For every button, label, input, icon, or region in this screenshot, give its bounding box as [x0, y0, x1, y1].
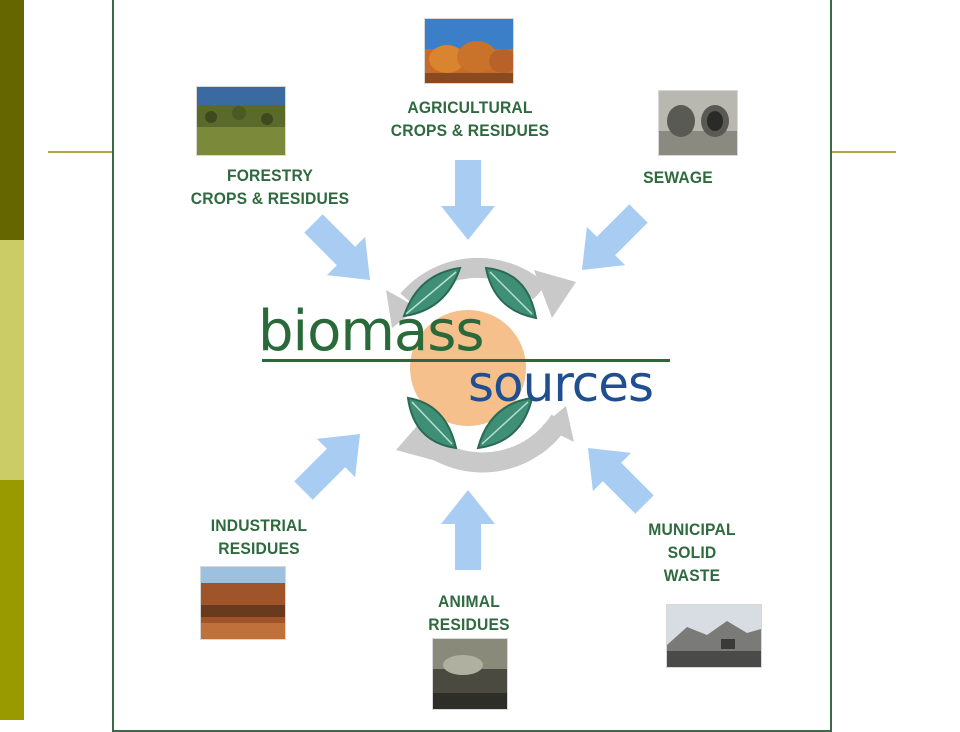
recycle-arrowheads [386, 270, 576, 462]
blue-arrow-icon [568, 428, 664, 524]
industrial-residues-photo [200, 566, 286, 640]
leaf-icon [402, 266, 462, 318]
title-underline [262, 359, 670, 362]
sun-icon [410, 310, 526, 426]
agricultural-crops-photo [424, 18, 514, 84]
title-biomass: biomass [258, 299, 485, 364]
blue-arrow-icon [294, 204, 390, 300]
label-sewage: SEWAGE [643, 168, 713, 187]
slide-rule-right [830, 151, 896, 153]
leaf-icon [406, 396, 458, 450]
blue-arrow-icon [441, 490, 495, 570]
title-sources: sources [468, 355, 654, 413]
animal-residues-photo [432, 638, 508, 710]
forestry-photo [196, 86, 286, 156]
leaf-icon [476, 396, 534, 450]
slide-accent-strip-bottom [0, 480, 24, 720]
blue-arrow-icon [562, 194, 658, 290]
blue-arrow-icon [441, 160, 495, 240]
municipal-solid-waste-photo [666, 604, 762, 668]
blue-arrow-icon [284, 414, 380, 510]
slide-accent-strip-middle [0, 240, 24, 480]
slide-accent-strip-top [0, 0, 24, 240]
leaf-icon [484, 266, 538, 320]
sewage-photo [658, 90, 738, 156]
slide-rule-left [48, 151, 114, 153]
